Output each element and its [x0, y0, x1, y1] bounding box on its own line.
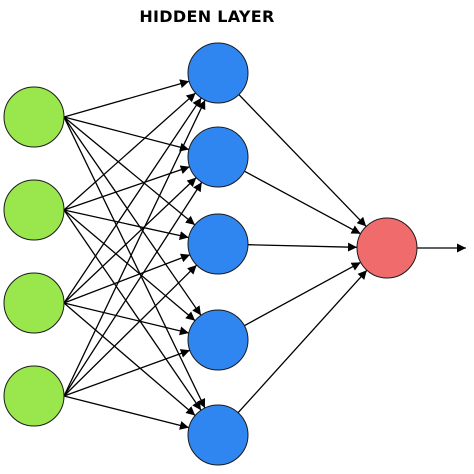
- edge-input-4-hidden-2: [63, 181, 203, 397]
- edge-hidden-3-output: [247, 242, 358, 252]
- edge-input-1-hidden-5: [63, 116, 206, 409]
- output-node: [356, 217, 418, 279]
- edge-input-1-hidden-2: [63, 116, 190, 152]
- input-node-3: [3, 272, 65, 334]
- edge-hidden-1-output: [238, 94, 367, 227]
- hidden-node-3: [187, 213, 249, 275]
- edge-input-1-hidden-3: [63, 116, 196, 226]
- edge-hidden-4-output: [244, 261, 361, 327]
- edge-input-4-hidden-4: [63, 349, 191, 397]
- edge-input-2-hidden-2: [63, 165, 190, 211]
- hidden-node-1: [187, 42, 249, 104]
- edge-input-3-hidden-5: [63, 302, 196, 416]
- edge-input-4-hidden-1: [63, 99, 206, 397]
- edge-input-3-hidden-3: [63, 253, 191, 304]
- connections-group: [63, 79, 466, 430]
- hidden-node-4: [187, 309, 249, 371]
- nodes-group: [3, 42, 418, 466]
- input-node-1: [3, 86, 65, 148]
- edge-input-4-hidden-5: [63, 395, 190, 430]
- edge-input-1-hidden-1: [63, 79, 190, 118]
- input-node-2: [3, 179, 65, 241]
- edge-input-2-hidden-1: [63, 92, 197, 211]
- edge-input-1-hidden-4: [63, 116, 202, 316]
- edge-hidden-5-output: [237, 269, 368, 414]
- edge-input-2-hidden-4: [63, 209, 196, 322]
- hidden-node-5: [187, 404, 249, 466]
- edge-input-4-hidden-3: [63, 264, 198, 397]
- diagram-title: HIDDEN LAYER: [139, 7, 274, 26]
- hidden-node-2: [187, 126, 249, 188]
- edge-input-3-hidden-1: [63, 97, 202, 304]
- edge-hidden-2-output: [244, 170, 361, 235]
- input-node-4: [3, 365, 65, 427]
- edge-input-3-hidden-4: [63, 302, 189, 336]
- edge-input-2-hidden-3: [63, 209, 189, 240]
- edge-input-2-hidden-5: [63, 209, 202, 411]
- edge-input-3-hidden-2: [63, 177, 197, 304]
